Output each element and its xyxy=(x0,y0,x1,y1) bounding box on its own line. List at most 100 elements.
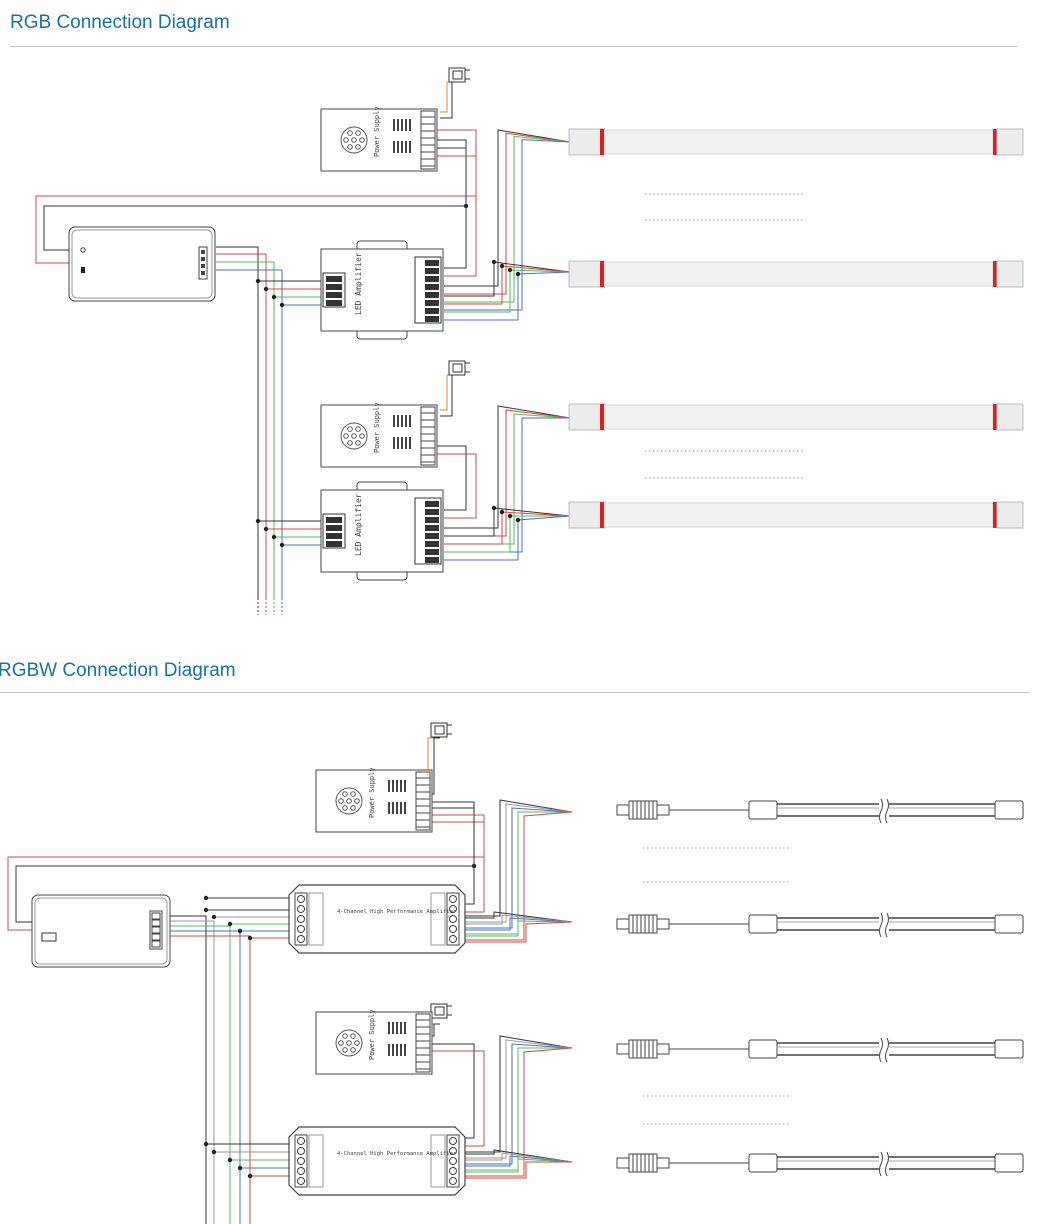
strip-end-cap xyxy=(568,501,606,529)
output-pin xyxy=(151,912,161,920)
junction-dot xyxy=(227,1157,233,1163)
output-screw xyxy=(449,905,457,913)
wire xyxy=(464,921,573,943)
strip-body xyxy=(604,129,994,155)
vent-slot xyxy=(409,141,411,153)
vent-slot xyxy=(405,437,407,449)
junction-dot xyxy=(271,294,277,300)
junction-dot xyxy=(507,267,513,273)
vent-slot xyxy=(392,802,394,814)
wire xyxy=(440,81,452,113)
fan-blade xyxy=(350,1033,356,1039)
wire xyxy=(464,917,573,931)
power-supply: Power Supply xyxy=(315,1009,433,1075)
output-pin xyxy=(425,284,439,290)
plug-face xyxy=(452,363,463,373)
break-mark xyxy=(885,912,889,938)
power-jack xyxy=(81,267,85,273)
output-screw xyxy=(449,1147,457,1155)
output-pin xyxy=(425,509,439,515)
output-screw xyxy=(449,1167,457,1175)
wire xyxy=(440,374,452,411)
vent-slot xyxy=(397,437,399,449)
fan-blade xyxy=(354,1040,360,1046)
fan-blade xyxy=(354,798,360,804)
strip-body xyxy=(604,261,994,287)
strip-connector xyxy=(616,918,630,930)
output-pin xyxy=(425,525,439,531)
output-pin xyxy=(425,308,439,314)
wire xyxy=(444,405,571,529)
junction-dot xyxy=(515,517,521,523)
break-mark xyxy=(879,912,883,938)
input-screw xyxy=(297,935,305,943)
vent-slot xyxy=(388,1022,390,1034)
junction-dot xyxy=(499,509,505,515)
input-pin xyxy=(326,525,342,531)
output-screw xyxy=(449,935,457,943)
rgbw-section-title: RGBW Connection Diagram xyxy=(0,660,236,681)
strip-end-cap xyxy=(568,128,606,156)
controller-case xyxy=(31,894,171,968)
wire xyxy=(444,413,571,545)
wire xyxy=(420,807,475,905)
output-screw xyxy=(449,915,457,923)
controller-inner xyxy=(71,229,213,299)
strip-end-cap xyxy=(994,914,1024,934)
input-pin xyxy=(326,517,342,523)
terminal-block xyxy=(415,771,431,831)
input-screw xyxy=(297,1177,305,1185)
fan-blade xyxy=(350,791,356,797)
strip-end-cap xyxy=(996,128,1024,156)
terminal-block xyxy=(420,110,436,170)
junction-dot xyxy=(237,1165,243,1171)
input-screw xyxy=(297,915,305,923)
vent-slot xyxy=(409,437,411,449)
strip-end-cap xyxy=(994,800,1024,820)
junction-dot xyxy=(279,302,285,308)
strip-end-cap xyxy=(568,260,606,288)
power-supply-label: Power Supply xyxy=(373,106,381,157)
input-screw xyxy=(297,925,305,933)
fan-blade xyxy=(338,798,344,804)
power-supply-label: Power Supply xyxy=(368,1009,376,1060)
output-pin xyxy=(425,541,439,547)
amplifier-label: LED Amplifier xyxy=(354,493,363,556)
junction-dot xyxy=(255,518,261,524)
strip-connector xyxy=(656,1043,670,1055)
vent-slot xyxy=(396,780,398,792)
amplifier-case xyxy=(288,884,466,954)
output-screw xyxy=(449,1177,457,1185)
strip-cap-seal xyxy=(600,129,604,155)
strip-end-cap xyxy=(994,1153,1024,1173)
power-supply: Power Supply xyxy=(320,106,438,172)
junction-dot xyxy=(279,542,285,548)
strip-end-cap xyxy=(568,403,606,431)
junction-dot xyxy=(263,286,269,292)
rgbw-amplifier: 4-Channel High Performance Amplifier xyxy=(288,1126,466,1196)
vent-slot xyxy=(397,119,399,131)
strip-cap-seal xyxy=(600,261,604,287)
strip-end-cap xyxy=(996,260,1024,288)
rgbw-title-divider xyxy=(0,692,1030,693)
vent-slot xyxy=(400,802,402,814)
power-jack xyxy=(41,932,57,942)
power-supply-case xyxy=(320,404,438,468)
wire xyxy=(168,925,231,1224)
vent-slot xyxy=(404,780,406,792)
vent-slot xyxy=(405,119,407,131)
wire xyxy=(444,271,571,321)
output-legend xyxy=(430,892,446,946)
wire xyxy=(216,246,259,615)
fan-hub xyxy=(346,1040,352,1046)
wire xyxy=(43,139,467,251)
ac-plug-icon xyxy=(448,360,470,376)
controller-case xyxy=(68,226,216,302)
fan-blade xyxy=(343,137,349,143)
fan-icon xyxy=(340,422,368,450)
input-pin xyxy=(326,533,342,539)
strip-end-cap xyxy=(994,1039,1024,1059)
fan-hub xyxy=(351,433,357,439)
junction-dot xyxy=(211,914,217,920)
input-legend xyxy=(308,1134,324,1188)
